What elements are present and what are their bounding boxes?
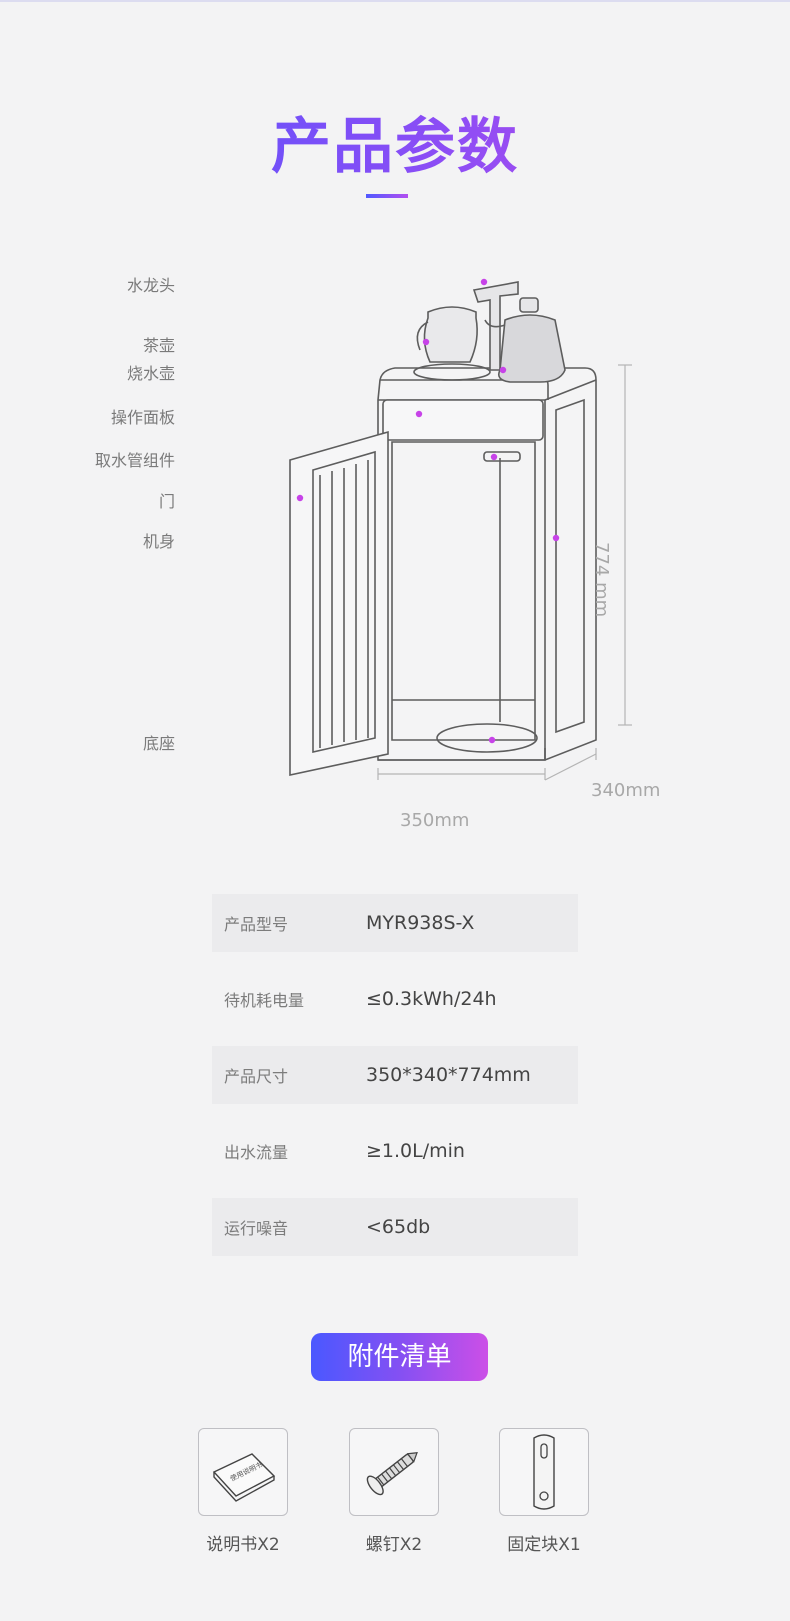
top-divider [0,0,790,2]
spec-row: 待机耗电量 ≤0.3kWh/24h [212,970,578,1028]
spec-value: ≤0.3kWh/24h [366,988,497,1010]
spec-row: 产品型号 MYR938S-X [212,894,578,952]
spec-value: MYR938S-X [366,912,475,934]
bracket-icon [533,1434,555,1510]
accessory-box [349,1428,439,1516]
product-diagram: 水龙头 茶壶 烧水壶 操作面板 取水管组件 门 机身 底座 774 mm 350… [0,260,790,840]
spec-row: 产品尺寸 350*340*774mm [212,1046,578,1104]
accessories-title-badge: 附件清单 [311,1333,488,1381]
callout-kettle: 烧水壶 [126,364,175,383]
spec-label: 产品型号 [224,915,289,934]
spec-value: <65db [366,1216,431,1238]
spec-label: 待机耗电量 [224,991,305,1010]
spec-value: ≥1.0L/min [366,1140,465,1162]
accessory-item-manual: 使用说明书 说明书X2 [198,1428,288,1555]
spec-label: 产品尺寸 [224,1067,289,1086]
spec-table: 产品型号 MYR938S-X 待机耗电量 ≤0.3kWh/24h 产品尺寸 35… [212,894,578,1274]
page-title: 产品参数 [0,98,790,185]
accessory-box: 使用说明书 [198,1428,288,1516]
callout-base: 底座 [142,734,175,753]
callout-pipe: 取水管组件 [94,451,175,470]
spec-label: 运行噪音 [224,1219,289,1238]
callout-panel: 操作面板 [110,408,175,427]
accessory-box [499,1428,589,1516]
dimension-depth: 340mm [591,780,661,801]
screw-icon [366,1452,418,1496]
spec-row: 运行噪音 <65db [212,1198,578,1256]
accessory-item-screw: 螺钉X2 [349,1428,439,1555]
accessory-item-bracket: 固定块X1 [499,1428,589,1555]
dimension-height: 774 mm [591,542,612,618]
callout-faucet: 水龙头 [126,276,175,295]
callout-door: 门 [158,492,175,511]
accessory-label: 螺钉X2 [365,1535,423,1555]
spec-value: 350*340*774mm [366,1064,531,1086]
callout-body: 机身 [142,532,175,551]
spec-row: 出水流量 ≥1.0L/min [212,1122,578,1180]
title-underline [366,194,408,198]
accessory-label: 说明书X2 [206,1535,280,1555]
manual-icon: 使用说明书 [212,1453,276,1502]
callout-teapot: 茶壶 [142,336,175,355]
dispenser-illustration [188,278,632,781]
accessory-label: 固定块X1 [507,1535,581,1555]
spec-label: 出水流量 [224,1143,289,1162]
dimension-width: 350mm [400,810,470,831]
